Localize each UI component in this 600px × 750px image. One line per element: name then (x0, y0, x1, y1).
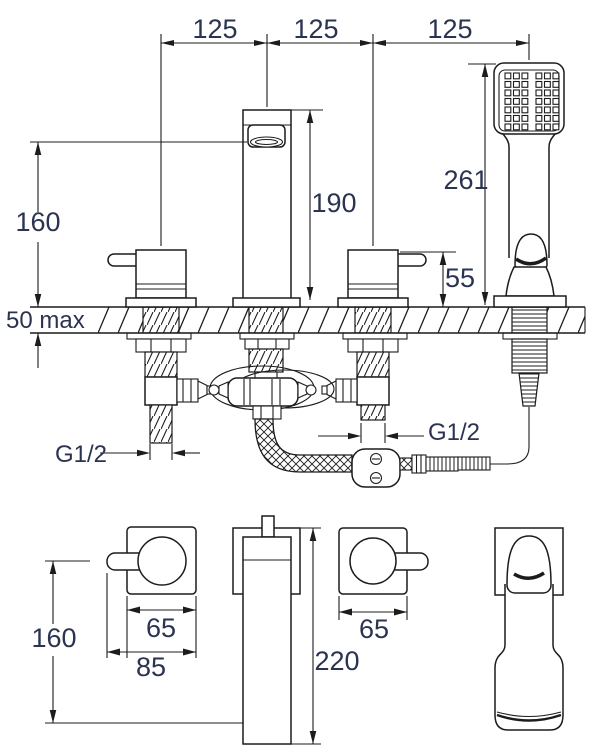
plan-view-left-valve (106, 526, 197, 595)
right-valve-body (347, 249, 399, 299)
left-valve-body (135, 249, 187, 299)
dimensions-front-view (30, 34, 530, 460)
dim-handset-height: 261 (443, 165, 488, 195)
dim-plan-valve-left-overall: 85 (136, 652, 166, 682)
dimensions-plan-view (45, 527, 408, 745)
left-valve-plan-knob (137, 536, 187, 586)
right-valve-side-view (337, 249, 427, 308)
dim-pitch-left: 125 (192, 14, 237, 44)
spout-plan-body (242, 536, 292, 745)
right-valve-plan-knob (349, 537, 397, 585)
dim-thread-left: G1/2 (55, 441, 107, 468)
dim-clearance-height: 160 (15, 207, 60, 237)
handset-side-view (493, 62, 567, 308)
spout-plan-tab (261, 515, 275, 538)
dim-plan-valve-left-body: 65 (146, 613, 176, 643)
dim-plan-depth: 160 (31, 623, 76, 653)
dim-plan-spout-length: 220 (314, 646, 359, 676)
dim-pitch-right: 125 (427, 14, 472, 44)
spout-tee-assembly (208, 306, 530, 488)
right-valve-base (337, 297, 409, 308)
braided-hose (254, 418, 353, 473)
handset-shank (502, 306, 558, 407)
handset-handle-left (502, 133, 510, 258)
left-valve-side-view (107, 249, 197, 308)
handset-handle-right (548, 133, 556, 258)
holder-cone (505, 266, 555, 297)
handset-plan-holder (506, 535, 552, 594)
tee-body (227, 377, 299, 407)
dim-thread-right: G1/2 (428, 419, 480, 446)
dim-pitch-mid: 125 (293, 14, 338, 44)
handset-plan-body (494, 584, 564, 731)
spout-base (232, 297, 301, 308)
left-valve-base (125, 297, 197, 308)
plan-view-handset (494, 527, 564, 731)
handset-hose (490, 407, 530, 465)
plan-view-right-valve (338, 527, 429, 595)
dim-spout-height: 190 (311, 188, 356, 218)
dim-plan-valve-right-body: 65 (359, 614, 389, 644)
below-deck-plumbing (30, 306, 586, 488)
dim-deck-thickness: 50 max (6, 307, 85, 334)
holder-base (493, 295, 567, 308)
spout-side-view (232, 109, 301, 308)
dim-valve-height: 55 (445, 263, 475, 293)
plan-view-spout (232, 515, 301, 745)
